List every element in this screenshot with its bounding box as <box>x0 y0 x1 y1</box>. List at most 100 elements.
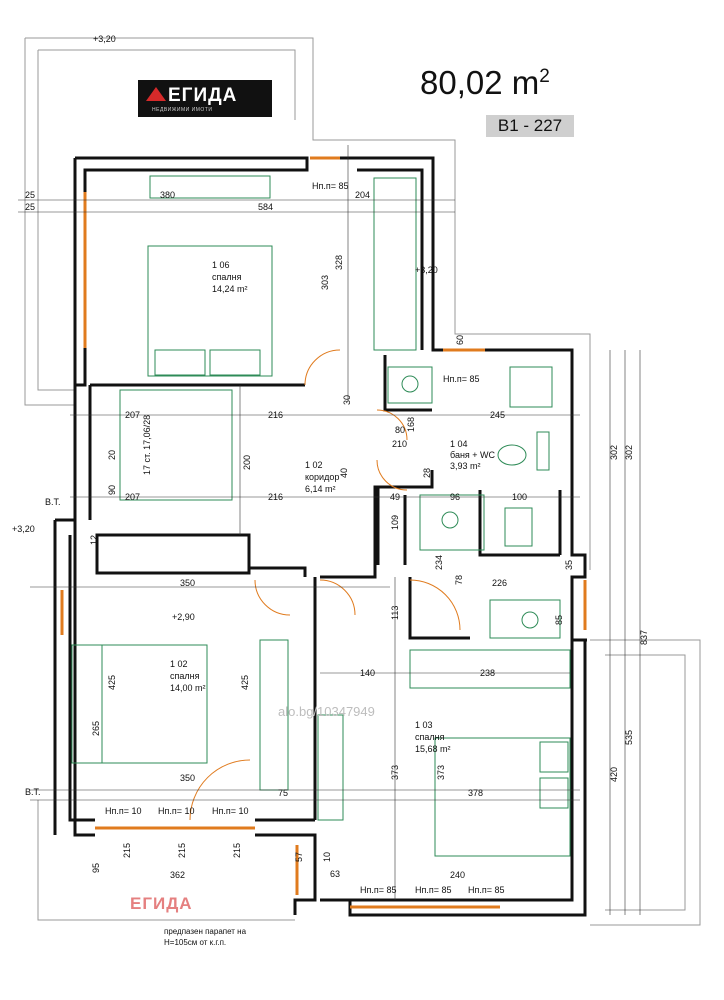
dim-245: 245 <box>490 410 505 420</box>
dim-584: 584 <box>258 202 273 212</box>
dim-78: 78 <box>454 575 464 585</box>
dim-140: 140 <box>360 668 375 678</box>
dim-216-a: 216 <box>268 410 283 420</box>
dim-328: 328 <box>334 255 344 270</box>
dim-35: 35 <box>564 560 574 570</box>
room-103-name: спалня <box>415 732 445 742</box>
area-value: 80,02 m <box>420 64 540 101</box>
room-106-area: 14,24 m² <box>212 284 248 294</box>
wardrobe-1 <box>373 177 417 351</box>
dim-216-b: 216 <box>268 492 283 502</box>
dim-40: 40 <box>339 468 349 478</box>
logo-subtitle: НЕДВИЖИМИ ИМОТИ <box>152 107 213 113</box>
terrace-outline-bottom <box>37 800 295 921</box>
dim-57: 57 <box>294 852 304 862</box>
dim-12: 12 <box>89 535 99 545</box>
bed-3 <box>434 737 571 857</box>
dim-113: 113 <box>390 606 400 620</box>
room-103-area: 15,68 m² <box>415 744 451 754</box>
dim-210: 210 <box>392 439 407 449</box>
dim-350-b: 350 <box>180 773 195 783</box>
dim-60: 60 <box>455 335 465 345</box>
dim-373-a: 373 <box>390 765 400 780</box>
level-mark-4: +2,90 <box>172 612 195 622</box>
dim-215-a: 215 <box>122 843 132 858</box>
sill-height-8: Нп.п= 10 <box>212 806 249 816</box>
dim-226: 226 <box>492 578 507 588</box>
dim-63: 63 <box>330 869 340 879</box>
room-104-area: 3,93 m² <box>450 461 481 471</box>
windows <box>60 156 587 909</box>
dim-25-b: 25 <box>25 202 35 212</box>
dim-20: 20 <box>107 450 117 460</box>
dim-373-b: 373 <box>436 765 446 780</box>
sill-height-3: Нп.п= 85 <box>360 885 397 895</box>
bt-label-2: В.Т. <box>25 787 41 797</box>
level-mark-1: +3,20 <box>93 34 116 44</box>
level-mark-2: +3,20 <box>415 265 438 275</box>
dim-380: 380 <box>160 190 175 200</box>
dim-95: 95 <box>91 863 101 873</box>
room-106-name: спалня <box>212 272 242 282</box>
dim-350-a: 350 <box>180 578 195 588</box>
bt-label-1: В.Т. <box>45 497 61 507</box>
dim-837: 837 <box>639 630 649 645</box>
dim-10: 10 <box>322 852 332 862</box>
dim-302-a: 302 <box>609 445 619 460</box>
room-102b-id: 1 02 <box>170 659 188 669</box>
dim-28: 28 <box>422 468 432 478</box>
dim-215-c: 215 <box>232 843 242 858</box>
room-102b-area: 14,00 m² <box>170 683 206 693</box>
house-icon <box>146 87 166 101</box>
total-area: 80,02 m2 <box>420 64 550 102</box>
bed-1 <box>147 245 273 377</box>
site-watermark: alo.bg/10347949 <box>278 704 375 719</box>
dim-75: 75 <box>278 788 288 798</box>
unit-code: В1 - 227 <box>486 115 574 137</box>
dim-25-a: 25 <box>25 190 35 200</box>
dim-378: 378 <box>468 788 483 798</box>
dim-535: 535 <box>624 730 634 745</box>
room-104-name: баня + WC <box>450 450 496 460</box>
dim-109: 109 <box>390 515 400 530</box>
room-106-id: 1 06 <box>212 260 230 270</box>
dim-425-a: 425 <box>107 675 117 690</box>
dim-207-a: 207 <box>125 410 140 420</box>
parapet-note-line-1: предпазен парапет на <box>164 927 247 936</box>
dim-240: 240 <box>450 870 465 880</box>
room-102c-id: 1 02 <box>305 460 323 470</box>
room-102b-name: спалня <box>170 671 200 681</box>
dim-168: 168 <box>406 417 416 432</box>
dim-234: 234 <box>434 555 444 570</box>
stairs-label: 17 ст. 17,06/28 <box>142 415 152 475</box>
area-exp: 2 <box>539 66 550 87</box>
staircase <box>119 389 233 501</box>
dim-49: 49 <box>390 492 400 502</box>
doors <box>189 349 461 821</box>
dim-303: 303 <box>320 275 330 290</box>
dim-80: 80 <box>395 425 405 435</box>
dim-200: 200 <box>242 455 252 470</box>
dim-100: 100 <box>512 492 527 502</box>
dim-30: 30 <box>342 395 352 405</box>
room-103-id: 1 03 <box>415 720 433 730</box>
dim-85: 85 <box>554 615 564 625</box>
sill-height-2: Нп.п= 85 <box>443 374 480 384</box>
sill-height-5: Нп.п= 85 <box>468 885 505 895</box>
dim-215-b: 215 <box>177 843 187 858</box>
bed-2 <box>101 644 208 764</box>
dim-425-b: 425 <box>240 675 250 690</box>
sill-height-6: Нп.п= 10 <box>105 806 142 816</box>
dim-207-b: 207 <box>125 492 140 502</box>
dim-265: 265 <box>91 721 101 736</box>
brand-watermark: ЕГИДА <box>130 894 193 913</box>
dim-96: 96 <box>450 492 460 502</box>
logo-text: ЕГИДА <box>168 85 238 106</box>
sill-height-7: Нп.п= 10 <box>158 806 195 816</box>
sill-height-4: Нп.п= 85 <box>415 885 452 895</box>
parapet-note-line-2: Н=105см от к.г.п. <box>164 938 227 947</box>
dim-90: 90 <box>107 485 117 495</box>
dim-420: 420 <box>609 767 619 782</box>
terrace-outline-top <box>25 37 591 570</box>
